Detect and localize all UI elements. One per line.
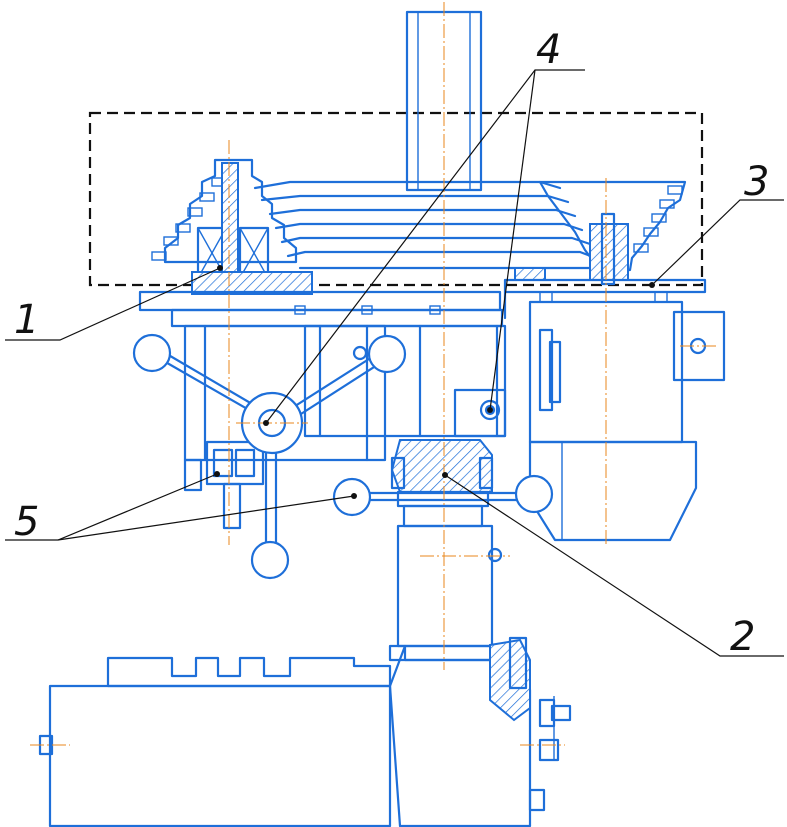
upper-handwheel[interactable] [132, 333, 407, 580]
left-spindle-bearing [183, 440, 265, 530]
left-stepped-pulley [151, 158, 313, 295]
callout-1: 1 [14, 297, 39, 343]
machine-base [38, 636, 572, 827]
callout-3: 3 [744, 159, 769, 205]
right-stepped-pulley [514, 180, 687, 286]
belt-drive-boundary [88, 111, 704, 287]
callout-5: 5 [14, 499, 39, 545]
callout-2: 2 [730, 614, 755, 660]
motor [528, 300, 726, 542]
belts [253, 180, 598, 270]
leaders [5, 69, 784, 657]
centerlines [30, 2, 607, 746]
spindle-head [170, 308, 507, 462]
quill [390, 439, 503, 648]
callout-4: 4 [536, 27, 561, 73]
